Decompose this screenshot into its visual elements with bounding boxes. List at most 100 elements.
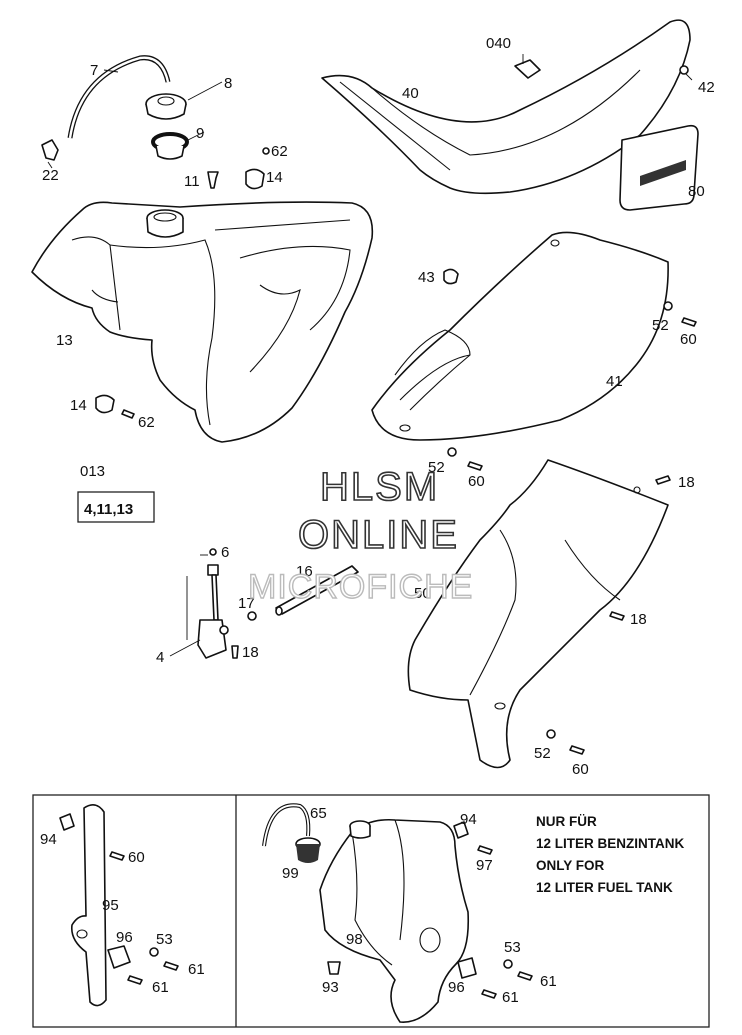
callout-4: 4 xyxy=(156,649,164,666)
screw-61a xyxy=(163,961,179,971)
callout-65: 65 xyxy=(310,805,327,822)
callout-62-top: 62 xyxy=(271,143,288,160)
callout-53-b: 53 xyxy=(504,939,521,956)
washer-53b xyxy=(503,959,513,969)
callout-61-d: 61 xyxy=(502,989,519,1006)
callout-52-c: 52 xyxy=(534,745,551,762)
callout-labels: 7 8 9 22 11 62 14 13 14 62 040 40 42 80 … xyxy=(42,35,715,778)
watermark-line-1: HLSM xyxy=(320,465,439,509)
bushing-14-top xyxy=(245,168,265,190)
grommet-43 xyxy=(443,268,459,285)
callout-13: 13 xyxy=(56,332,73,349)
kit-013: 013 4,11,13 xyxy=(77,463,155,523)
callout-18-b: 18 xyxy=(630,611,647,628)
callout-99: 99 xyxy=(282,865,299,882)
note-line-4: 12 LITER FUEL TANK xyxy=(536,880,673,895)
callout-22: 22 xyxy=(42,167,59,184)
callout-14-top: 14 xyxy=(266,169,283,186)
callout-96-b: 96 xyxy=(448,979,465,996)
seat xyxy=(321,19,691,195)
callout-40: 40 xyxy=(402,85,419,102)
fuel-tank xyxy=(31,201,374,443)
callout-95: 95 xyxy=(102,897,119,914)
callout-18-c: 18 xyxy=(242,644,259,661)
bracket-95 xyxy=(70,804,107,1007)
kit-contents: 4,11,13 xyxy=(84,501,133,518)
callout-52-a: 52 xyxy=(652,317,669,334)
callout-60-b: 60 xyxy=(468,473,485,490)
side-cover xyxy=(371,231,669,441)
callout-6: 6 xyxy=(221,544,229,561)
watermark-line-2: ONLINE xyxy=(298,513,459,557)
washer-52b xyxy=(447,447,457,457)
fuel-line xyxy=(275,565,359,616)
callout-9: 9 xyxy=(196,125,204,142)
callout-11: 11 xyxy=(184,173,200,190)
callout-52-b: 52 xyxy=(428,459,445,476)
fuel-tap xyxy=(197,548,229,659)
lower-callout-labels: 94 60 95 96 53 61 61 65 99 98 93 94 97 5… xyxy=(40,805,557,1006)
callout-42: 42 xyxy=(698,79,715,96)
callout-60-a: 60 xyxy=(680,331,697,348)
callout-96-a: 96 xyxy=(116,929,133,946)
fuel-cap-gasket xyxy=(151,132,189,160)
callout-040: 040 xyxy=(486,35,511,52)
bushing-14-bottom xyxy=(95,394,115,414)
nut-94a xyxy=(59,813,75,831)
callout-97: 97 xyxy=(476,857,493,874)
callout-61-c: 61 xyxy=(540,973,557,990)
screw-60b xyxy=(467,461,483,471)
hose-elbow-fitting xyxy=(41,139,59,161)
screw-62-top xyxy=(262,147,270,155)
fuel-cap-99 xyxy=(295,837,321,863)
screw-18b xyxy=(609,611,625,621)
fuel-cap xyxy=(145,93,187,120)
callout-60-c: 60 xyxy=(572,761,589,778)
fuel-tank-12l xyxy=(319,818,470,1023)
screw-18-tap xyxy=(231,645,239,659)
watermark-line-3: MICROFICHE xyxy=(248,568,473,606)
screw-60a xyxy=(681,317,697,327)
washer-52c xyxy=(546,729,556,739)
note-line-1: NUR FÜR xyxy=(536,814,597,829)
callout-61-b: 61 xyxy=(152,979,169,996)
callout-41: 41 xyxy=(606,373,623,390)
screw-18a xyxy=(655,475,671,485)
callout-61-a: 61 xyxy=(188,961,205,978)
callout-94-a: 94 xyxy=(40,831,57,848)
rubber-96a xyxy=(107,945,131,969)
stud-93 xyxy=(327,961,341,975)
callout-14-bottom: 14 xyxy=(70,397,87,414)
rubber-96b xyxy=(457,957,477,979)
screw-60c xyxy=(569,745,585,755)
kit-number: 013 xyxy=(80,463,105,480)
callout-7: 7 xyxy=(90,62,98,79)
screw-61d xyxy=(481,989,497,999)
callout-80: 80 xyxy=(688,183,705,200)
vent-hose-inner xyxy=(68,56,170,139)
callout-93: 93 xyxy=(322,979,339,996)
callout-50: 50 xyxy=(414,585,431,602)
note-line-3: ONLY FOR xyxy=(536,858,605,873)
note-line-2: 12 LITER BENZINTANK xyxy=(536,836,685,851)
callout-17: 17 xyxy=(238,595,255,612)
callout-8: 8 xyxy=(224,75,232,92)
callout-53-a: 53 xyxy=(156,931,173,948)
screw-60d xyxy=(109,851,125,861)
screw-97 xyxy=(477,845,493,855)
washer-53a xyxy=(149,947,159,957)
side-number-plate xyxy=(407,459,669,769)
watermark: HLSM ONLINE MICROFICHE xyxy=(247,464,473,607)
callout-62-bottom: 62 xyxy=(138,414,155,431)
callout-43: 43 xyxy=(418,269,435,286)
leader-lines xyxy=(47,54,693,657)
breather-hose-65 xyxy=(262,803,311,847)
callout-16: 16 xyxy=(296,563,313,580)
screw-11 xyxy=(207,171,219,189)
callout-60-d: 60 xyxy=(128,849,145,866)
screw-61c xyxy=(517,971,533,981)
lower-inset-frame xyxy=(32,794,710,1028)
callout-94-b: 94 xyxy=(460,811,477,828)
screw-61b xyxy=(127,975,143,985)
